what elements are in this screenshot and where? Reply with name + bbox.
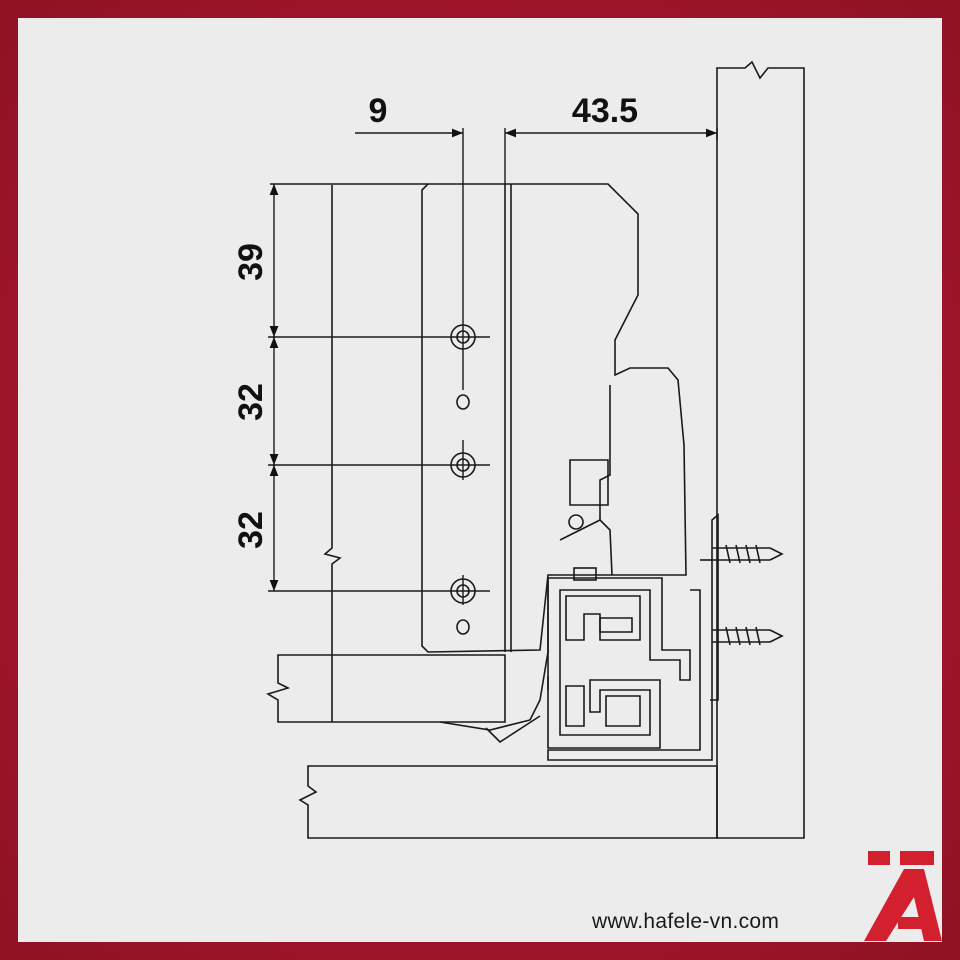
dimension-label-9: 9 (369, 92, 388, 130)
dimension-label-39: 39 (232, 243, 270, 281)
hafele-logo-icon[interactable] (858, 845, 948, 945)
drawer-bottom-panel (266, 654, 506, 723)
website-url[interactable]: www.hafele-vn.com (592, 910, 780, 933)
cabinet-bottom-panel (298, 765, 718, 839)
drawer-front-line (323, 185, 342, 722)
dimension-label-32-upper: 32 (232, 383, 270, 421)
drawer-side-profile (421, 183, 687, 653)
cabinet-member (547, 513, 719, 761)
screw-icon (712, 626, 784, 646)
fixing-hole-icon (456, 619, 470, 635)
cabinet-side-panel (716, 60, 805, 839)
dimension-label-32-lower: 32 (232, 511, 270, 549)
fixing-hole-icon (456, 394, 470, 410)
screw-icon (712, 544, 784, 564)
runner-profile (547, 577, 691, 749)
drawing-panel (18, 18, 942, 942)
dimension-label-43-5: 43.5 (572, 92, 638, 130)
